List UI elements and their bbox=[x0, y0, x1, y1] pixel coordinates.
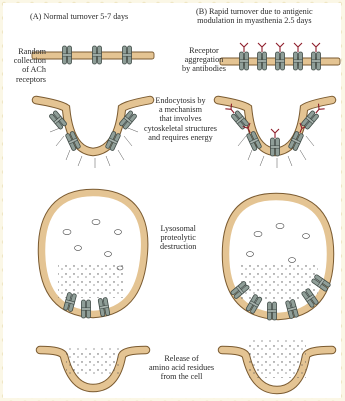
receptor-line2: aggregation bbox=[182, 55, 226, 64]
random-collection-label: Random collection of ACh receptors bbox=[2, 47, 46, 84]
endo-line4: cytoskeletal structures bbox=[144, 124, 217, 133]
lyso-line1: Lysosomal bbox=[160, 224, 196, 233]
endocytosis-cup-b bbox=[218, 100, 332, 168]
receptor-line3: by antibodies bbox=[182, 64, 226, 73]
lyso-line3: destruction bbox=[160, 242, 196, 251]
lysosome-vesicle-a bbox=[42, 193, 144, 318]
title-b-line1: (B) Rapid turnover due to antigenic bbox=[196, 7, 313, 16]
receptor-aggregation-label: Receptor aggregation by antibodies bbox=[182, 46, 226, 74]
release-membrane-a bbox=[40, 348, 146, 388]
lyso-line2: proteolytic bbox=[160, 233, 196, 242]
endocytosis-cup-a bbox=[36, 100, 150, 168]
receptor-line1: Receptor bbox=[182, 46, 226, 55]
endo-line3: that involves bbox=[144, 114, 217, 123]
lysosomal-label: Lysosomal proteolytic destruction bbox=[160, 224, 196, 252]
release-line1: Release of bbox=[149, 354, 214, 363]
endo-line5: and requires energy bbox=[144, 133, 217, 142]
membrane-a-row1 bbox=[32, 46, 154, 64]
random-line1: Random bbox=[2, 47, 46, 56]
membrane-b-row1 bbox=[220, 43, 340, 70]
release-line2: amino acid residues bbox=[149, 363, 214, 372]
lysosome-vesicle-b bbox=[226, 197, 331, 320]
release-membrane-b bbox=[222, 340, 332, 390]
random-line3: of ACh bbox=[2, 65, 46, 74]
endo-line1: Endocytosis by bbox=[144, 96, 217, 105]
title-b-line2: modulation in myasthenia 2.5 days bbox=[196, 16, 313, 25]
random-line4: receptors bbox=[2, 75, 46, 84]
release-label: Release of amino acid residues from the … bbox=[149, 354, 214, 382]
title-rapid-turnover: (B) Rapid turnover due to antigenic modu… bbox=[196, 7, 313, 25]
endocytosis-label: Endocytosis by a mechanism that involves… bbox=[144, 96, 217, 142]
random-line2: collection bbox=[2, 56, 46, 65]
endo-line2: a mechanism bbox=[144, 105, 217, 114]
title-normal-turnover: (A) Normal turnover 5-7 days bbox=[30, 12, 128, 21]
release-line3: from the cell bbox=[149, 372, 214, 381]
